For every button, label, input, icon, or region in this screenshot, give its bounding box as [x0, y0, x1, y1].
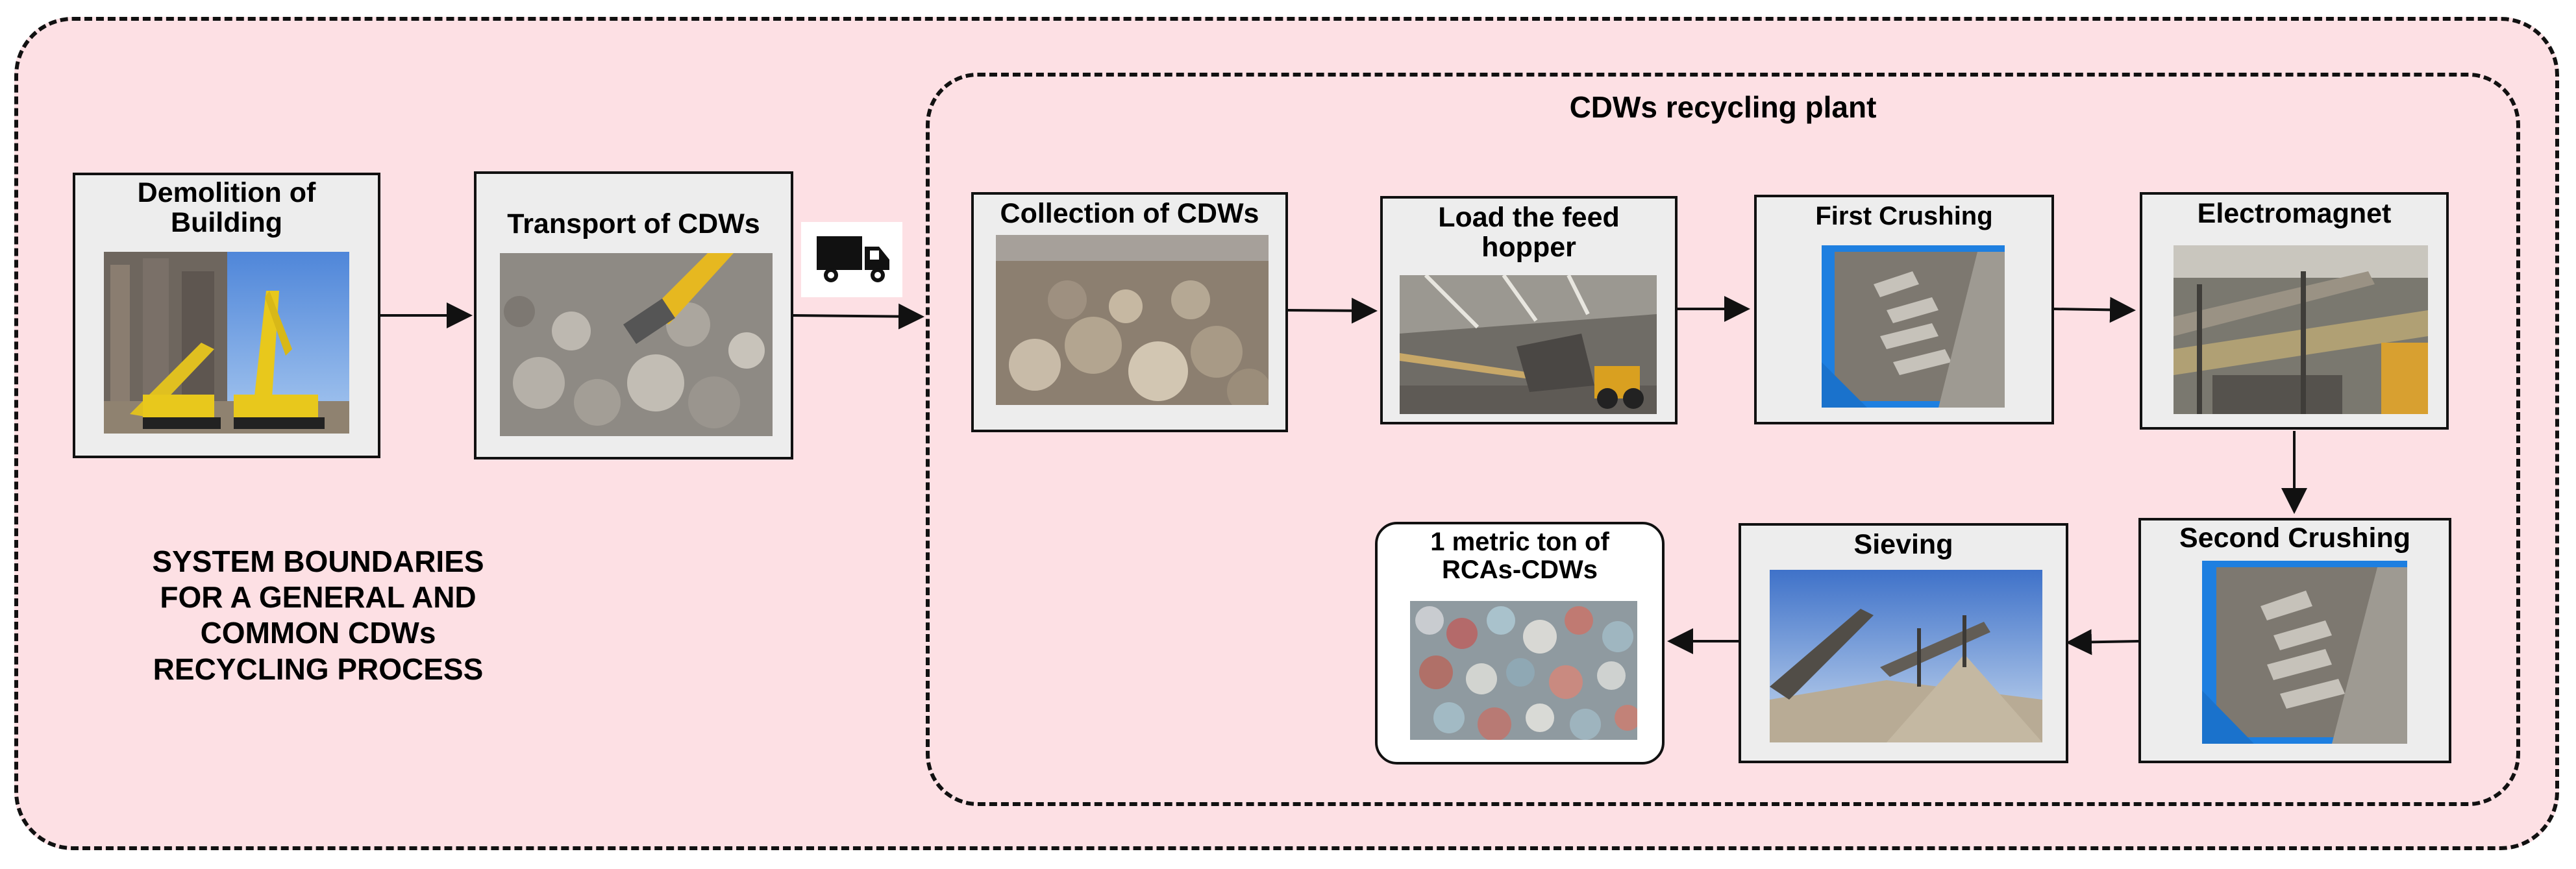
step-first-crushing: First Crushing [1754, 195, 2054, 424]
plant-title: CDWs recycling plant [1569, 90, 1877, 124]
step-load-label-1: Load the feed [1438, 202, 1620, 233]
load-hopper-photo [1400, 275, 1657, 414]
step-second-crushing: Second Crushing [2138, 518, 2451, 763]
first-crushing-photo [1822, 245, 2005, 408]
step-collection: Collection of CDWs [971, 192, 1288, 432]
step-second-crushing-label: Second Crushing [2179, 522, 2410, 554]
output-photo [1410, 601, 1637, 740]
step-output-label-1: 1 metric ton of [1430, 528, 1609, 556]
truck-icon [801, 222, 902, 297]
step-load-label-2: hopper [1481, 232, 1576, 263]
step-transport: Transport of CDWs [474, 171, 793, 459]
system-label-line-2: FOR A GENERAL AND [160, 580, 477, 615]
collection-photo [996, 235, 1269, 405]
arrow-transport-plant [793, 303, 924, 330]
step-sieving-label: Sieving [1853, 529, 1953, 560]
arrow-second-sieving [2066, 629, 2139, 655]
step-output: 1 metric ton of RCAs-CDWs [1375, 522, 1665, 765]
system-boundary [14, 17, 2559, 850]
sieving-photo [1770, 570, 2042, 742]
system-boundaries-label: SYSTEM BOUNDARIES FOR A GENERAL AND COMM… [84, 544, 552, 687]
second-crushing-photo [2202, 561, 2407, 744]
system-label-line-4: RECYCLING PROCESS [153, 652, 484, 686]
system-label-line-3: COMMON CDWs [200, 616, 436, 650]
demolition-photo [104, 252, 349, 434]
system-label-line-1: SYSTEM BOUNDARIES [152, 545, 484, 578]
step-demolition-label-2: Building [171, 207, 282, 239]
arrow-collection-load [1287, 297, 1378, 324]
recycling-plant-boundary [926, 73, 2520, 806]
step-transport-label: Transport of CDWs [507, 208, 760, 239]
arrow-first-electro [2053, 297, 2136, 323]
step-electromagnet: Electromagnet [2140, 192, 2449, 430]
step-load-hopper: Load the feed hopper [1380, 196, 1678, 424]
step-first-crushing-label: First Crushing [1815, 202, 1993, 230]
step-demolition: Demolition of Building [73, 173, 380, 458]
step-collection-label: Collection of CDWs [1000, 198, 1259, 229]
electromagnet-photo [2174, 245, 2428, 414]
step-output-label-2: RCAs-CDWs [1442, 556, 1598, 585]
step-electromagnet-label: Electromagnet [2197, 198, 2392, 229]
step-sieving: Sieving [1739, 523, 2068, 763]
step-demolition-label-1: Demolition of [137, 177, 316, 208]
transport-photo [500, 253, 773, 436]
